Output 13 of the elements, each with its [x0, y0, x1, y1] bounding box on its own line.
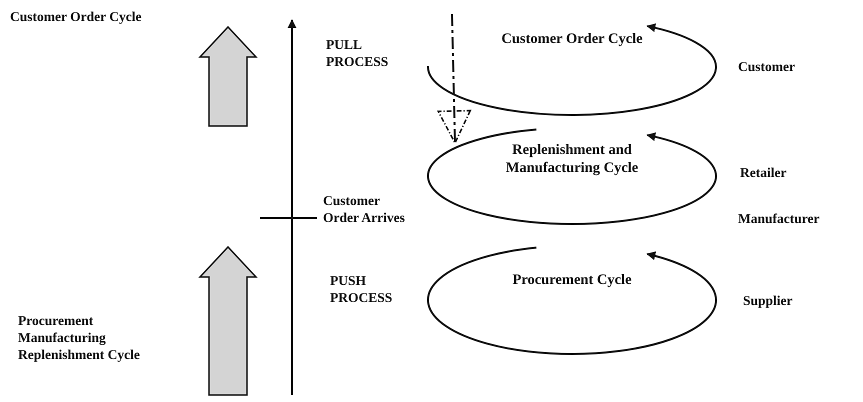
stage-label: Manufacturer [738, 210, 820, 227]
cycle-title: Procurement Manufacturing Replenishment Cycle [18, 312, 141, 363]
process-label: PUSH PROCESS [330, 272, 394, 306]
cycle-label: Customer Order Cycle [500, 30, 644, 48]
cycle-label: Procurement Cycle [511, 271, 633, 289]
pull-arrow [437, 14, 472, 144]
cycle-label: Replenishment and Manufacturing Cycle [504, 141, 640, 177]
event-label: Customer Order Arrives [323, 192, 406, 226]
stage-label: Supplier [743, 292, 794, 309]
cycle-title: Customer Order Cycle [10, 8, 142, 25]
process-label: PULL PROCESS [326, 36, 390, 70]
stage-label: Customer [738, 58, 796, 75]
stage-label: Retailer [740, 164, 788, 181]
